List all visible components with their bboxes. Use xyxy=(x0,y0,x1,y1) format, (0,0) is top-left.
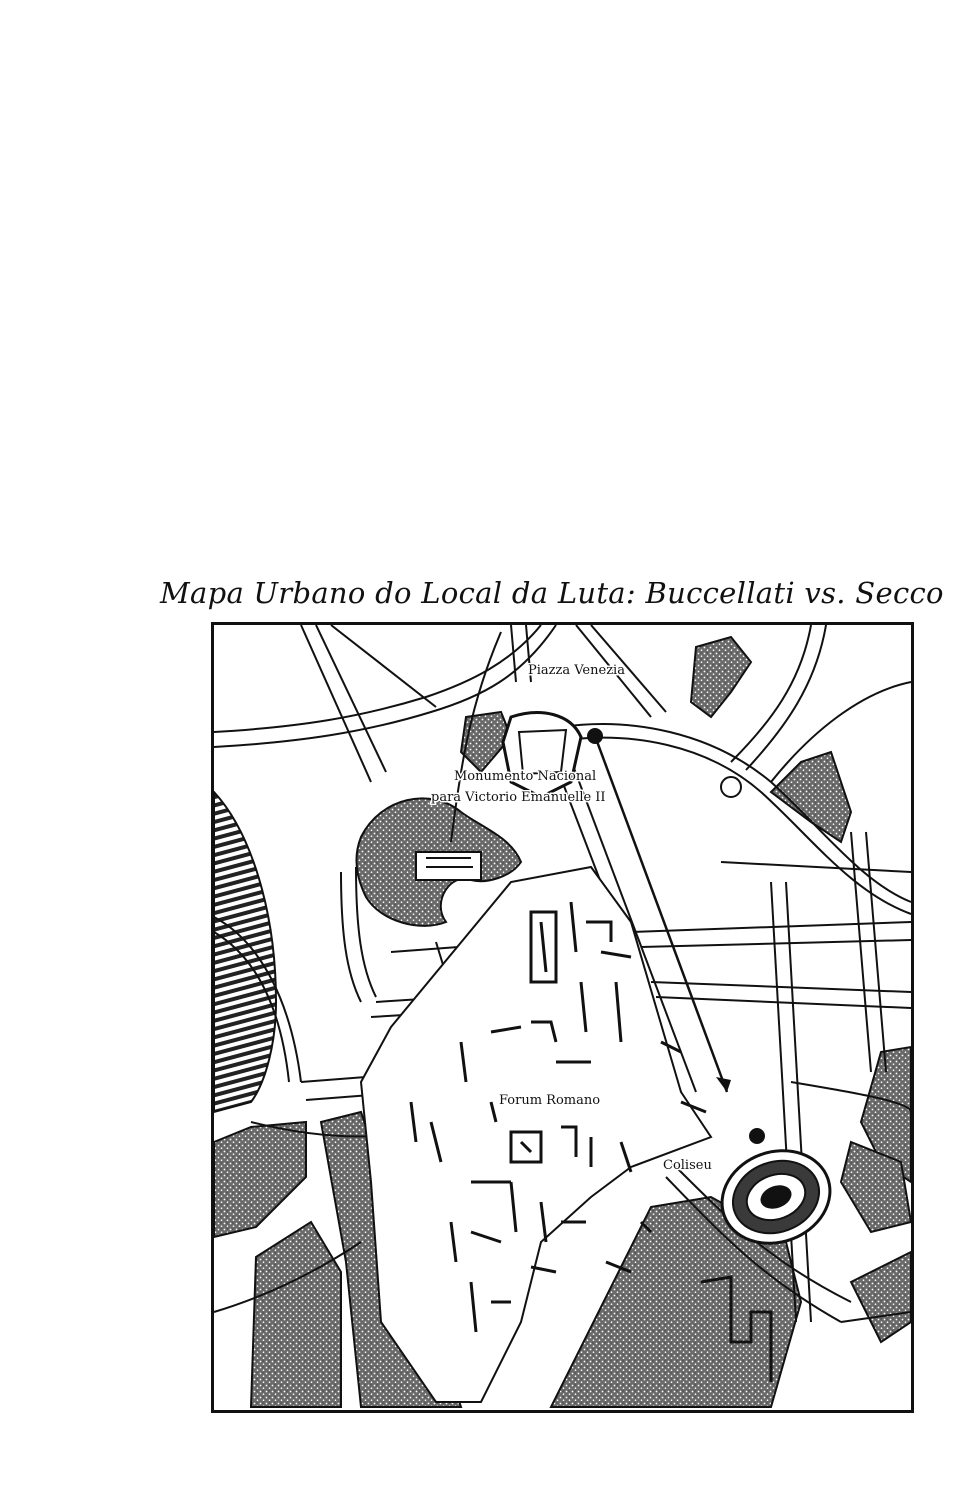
park-ruins xyxy=(700,1275,773,1382)
striped-arc xyxy=(213,789,278,1114)
label-forum-romano: Forum Romano xyxy=(499,1093,600,1108)
label-piazza-venezia: Piazza Venezia xyxy=(528,663,625,678)
label-coliseu: Coliseu xyxy=(663,1158,712,1173)
roundabout xyxy=(720,776,742,798)
map-title: Mapa Urbano do Local da Luta: Buccellati… xyxy=(160,576,944,610)
route-path xyxy=(587,728,765,1144)
start-marker xyxy=(587,728,603,744)
forum-ruins xyxy=(409,901,707,1333)
coliseu-building xyxy=(720,1149,832,1245)
roads xyxy=(213,624,912,1323)
forum-area xyxy=(359,865,713,1403)
city-map: Piazza Venezia Monumento Nacional para V… xyxy=(211,622,914,1413)
end-marker xyxy=(749,1128,765,1144)
monumento-building xyxy=(415,711,583,881)
label-monumento-line1: Monumento Nacional xyxy=(454,769,596,784)
label-monumento-line2: para Victorio Emanuelle II xyxy=(431,790,606,805)
